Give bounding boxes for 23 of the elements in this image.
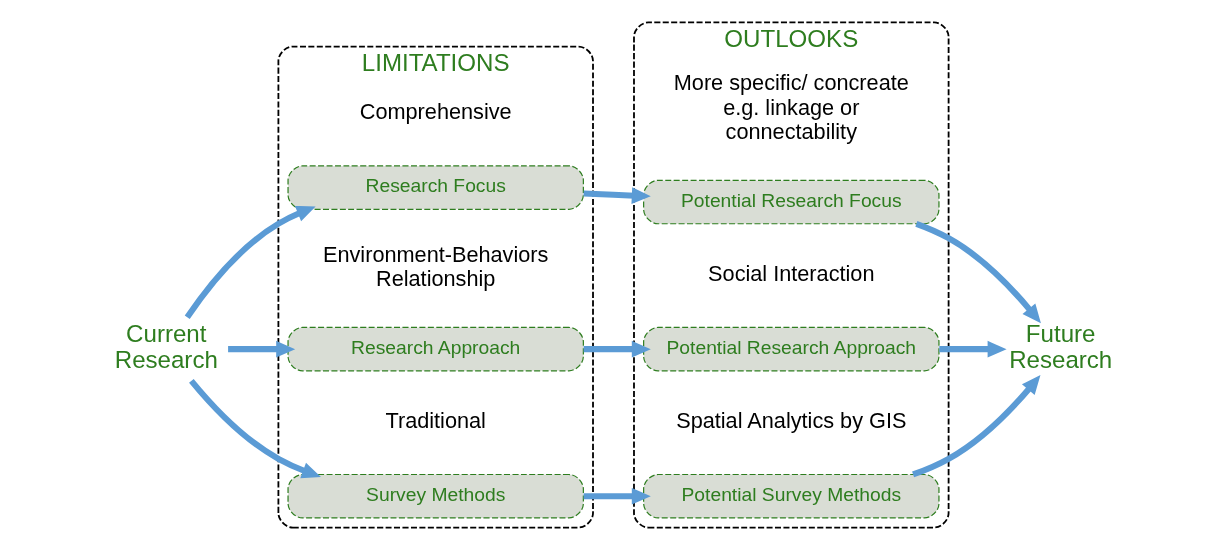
node-label: Environment-Behaviors Relationship (322, 241, 549, 291)
node-label: Social Interaction (708, 260, 875, 286)
arrow (583, 487, 651, 505)
node-text: Current Research (114, 319, 218, 374)
arrow (228, 340, 296, 358)
node-box: Survey Methods (287, 473, 584, 519)
node-label: More specific/ concreate e.g. linkage or connectability (673, 70, 909, 144)
node-label: Traditional (385, 407, 486, 433)
node-label: Comprehensive (359, 99, 512, 125)
arrow (189, 378, 321, 479)
arrow (912, 375, 1041, 478)
node-box: Potential Research Approach (643, 326, 940, 372)
arrow (939, 340, 1007, 358)
arrow (184, 205, 316, 320)
node-box: Potential Research Focus (643, 179, 940, 225)
arrow (915, 221, 1041, 324)
arrow (583, 340, 651, 358)
node-box: Research Approach (287, 326, 584, 372)
node-label: Spatial Analytics by GIS (676, 407, 907, 433)
node-box: Potential Survey Methods (643, 473, 940, 519)
node-box: Research Focus (287, 165, 584, 210)
node-text: Future Research (1009, 319, 1113, 374)
arrow (583, 187, 651, 204)
